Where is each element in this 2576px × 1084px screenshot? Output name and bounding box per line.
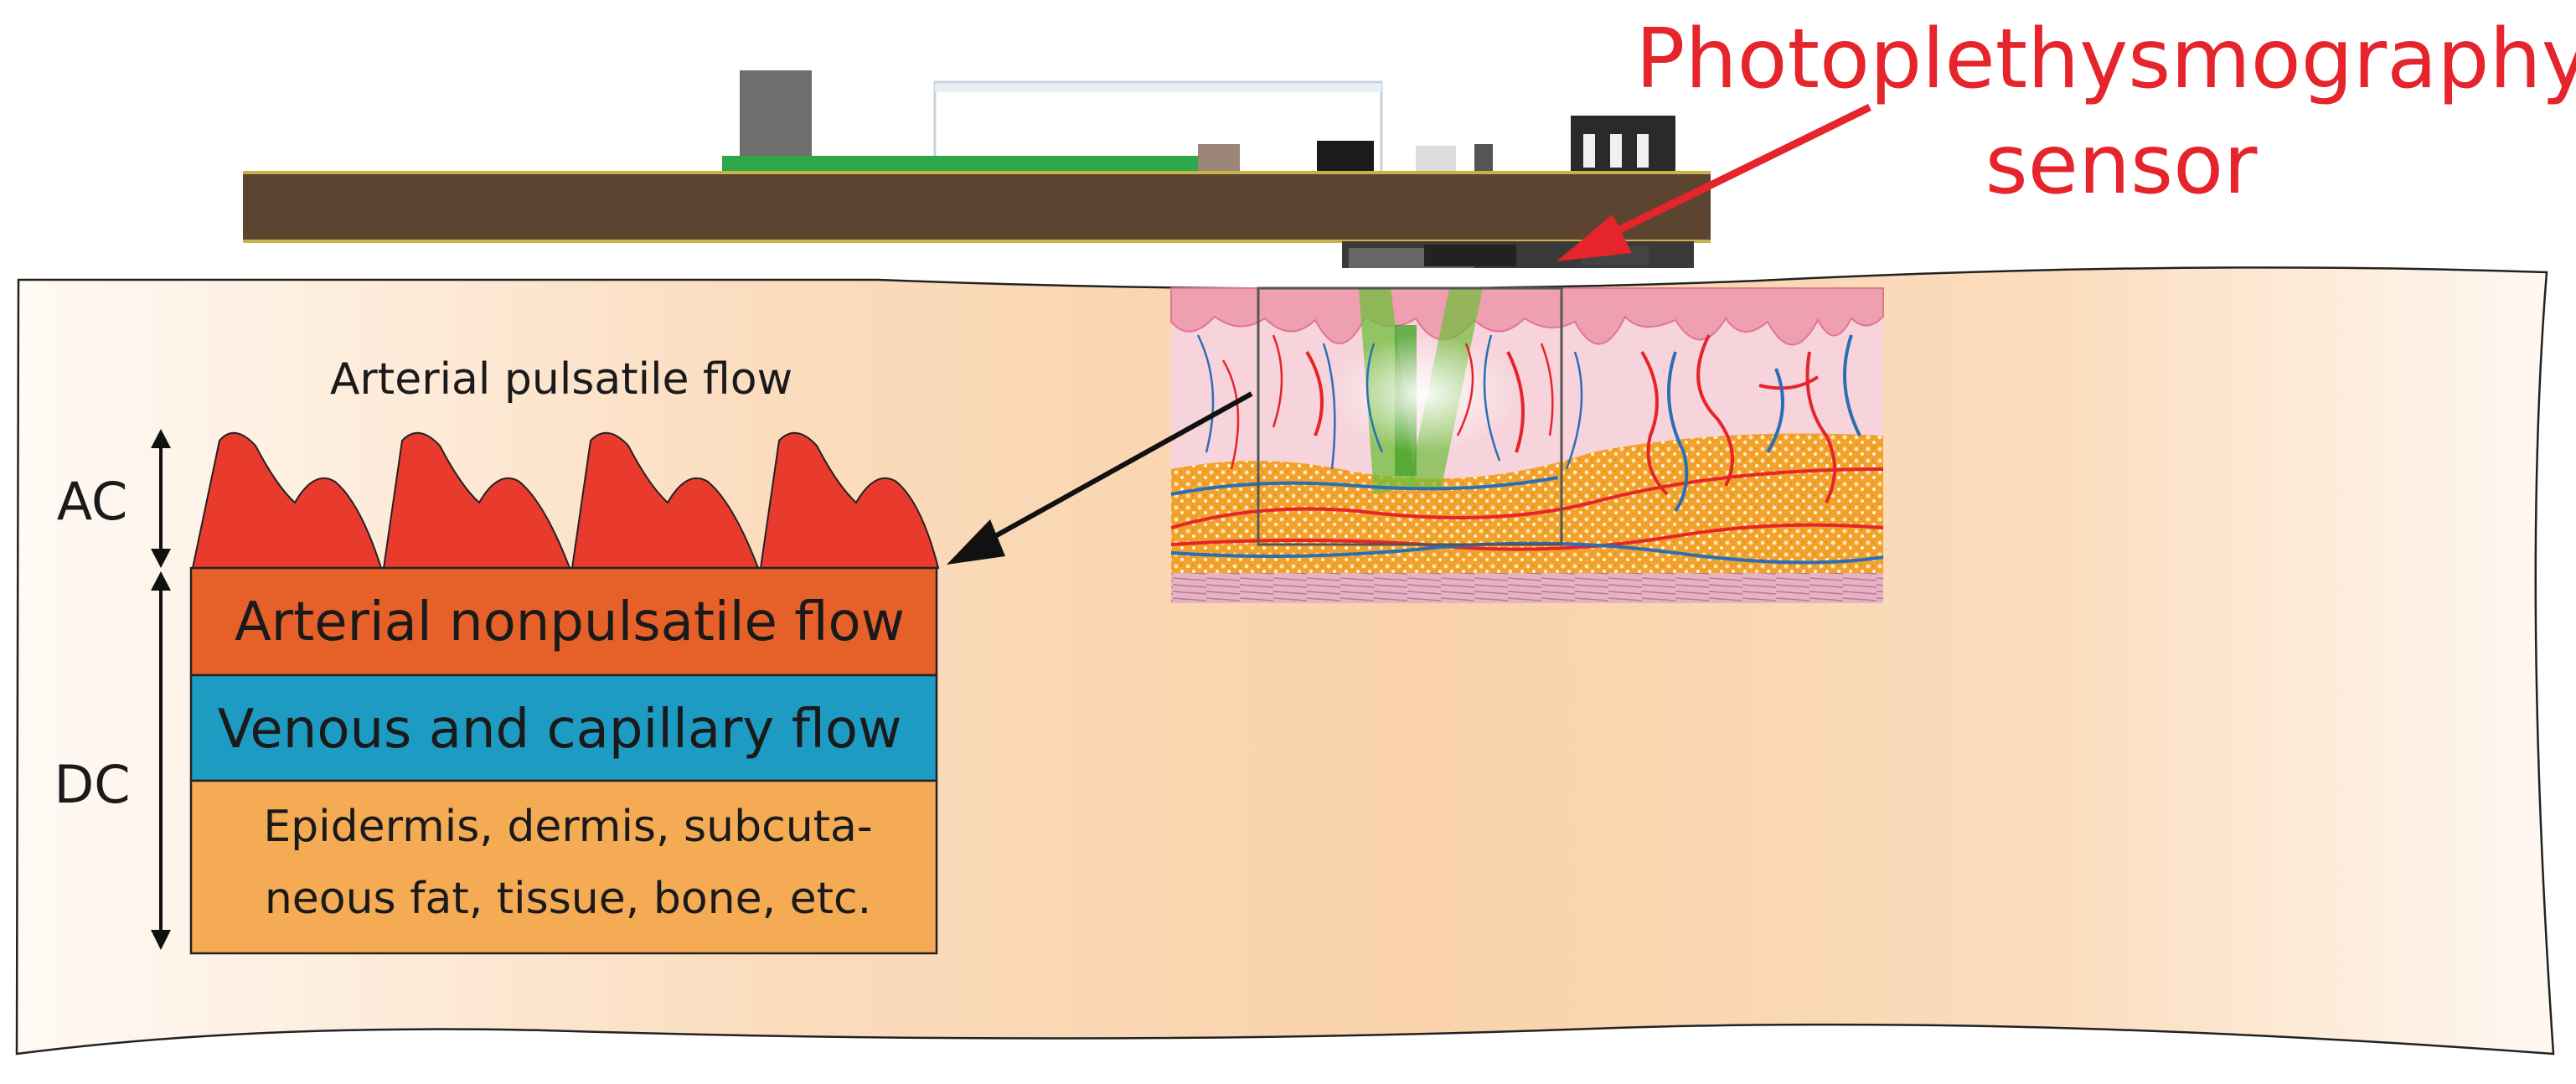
ac-label: AC	[57, 471, 128, 532]
zoom-arrow	[947, 391, 1253, 565]
ac-bracket	[151, 429, 171, 568]
pcb-board	[243, 70, 1711, 268]
layer-arterial-nonpulsatile-label: Arterial nonpulsatile flow	[235, 591, 905, 653]
layer-venous-capillary-label: Venous and capillary flow	[218, 699, 902, 761]
waveform-label: Arterial pulsatile flow	[330, 354, 792, 405]
sensor-pointer-arrow	[1556, 103, 1871, 261]
title-line-1: Photoplethysmography	[1635, 12, 2576, 107]
layer-arterial-nonpulsatile	[189, 566, 938, 677]
dc-bracket	[151, 571, 171, 950]
layer-tissue-label-line-1: Epidermis, dermis, subcuta-	[263, 802, 872, 852]
dc-label: DC	[54, 754, 130, 815]
layer-stack	[189, 566, 938, 955]
title-line-2: sensor	[1985, 117, 2258, 213]
layer-tissue	[189, 779, 938, 955]
layer-tissue-label-line-2: neous fat, tissue, bone, etc.	[265, 874, 871, 924]
tissue-cross-section	[1170, 286, 1884, 603]
